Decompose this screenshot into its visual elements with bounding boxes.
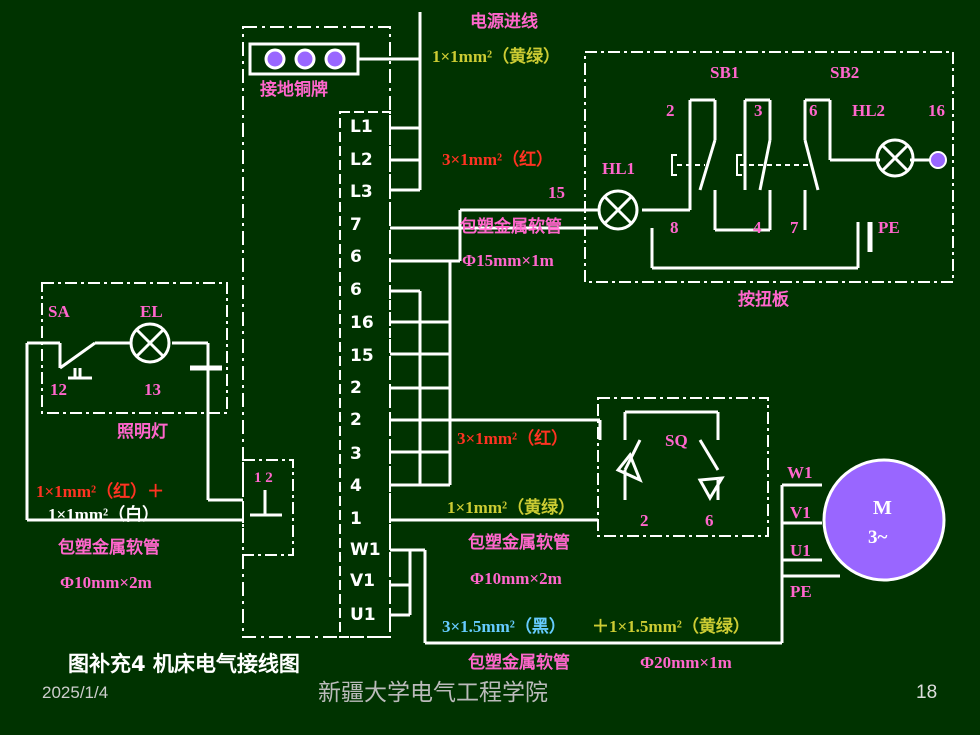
u1-label: U1 <box>790 541 811 560</box>
n8-label: 8 <box>670 218 679 237</box>
lamp-connector-icon <box>250 490 282 517</box>
num15-label: 15 <box>548 183 565 202</box>
ground-plate-dots <box>264 48 346 70</box>
hose4-label: 包塑金属软管 <box>468 652 570 672</box>
motor-icon <box>822 458 946 582</box>
terminal-label: L3 <box>350 182 373 202</box>
terminal-label: 2 <box>350 378 362 398</box>
ground-dot <box>324 48 346 70</box>
button-board-outline <box>584 51 954 283</box>
sb2-label: SB2 <box>830 63 859 82</box>
lamp-wire-a-label: 1×1mm²（红）＋ <box>36 481 164 501</box>
button-heads <box>671 154 742 176</box>
pe2-label: PE <box>790 582 812 601</box>
sq-wire-label: 3×1mm²（红） <box>457 428 568 448</box>
n7-label: 7 <box>790 218 799 237</box>
n12-label: 12 <box>50 380 67 399</box>
hose2-size-label: Φ10mm×2m <box>60 573 152 592</box>
sq-2-label: 2 <box>640 511 649 530</box>
terminal-label: L1 <box>350 117 373 137</box>
wires <box>25 12 840 645</box>
phase-wire-label: 3×1mm²（红） <box>442 149 553 169</box>
terminal-label: U1 <box>350 605 376 625</box>
sq-ground-label: 1×1mm²（黄绿） <box>447 497 575 517</box>
hose2-label: 包塑金属软管 <box>58 537 160 557</box>
labels: 电源进线 1×1mm²（黄绿） 接地铜牌 3×1mm²（红） 15 包塑金属软管… <box>36 11 945 672</box>
sa-switch-icon <box>58 341 131 380</box>
el-lamp-icon <box>129 322 171 364</box>
n13-label: 13 <box>144 380 161 399</box>
n6-label: 6 <box>809 101 818 120</box>
ground-dot <box>264 48 286 70</box>
hl2-terminal-dot <box>929 151 947 169</box>
terminal-label: 2 <box>350 410 362 430</box>
button-board-label: 按扭板 <box>738 289 790 309</box>
motor-wire-b-label: ＋1×1.5mm²（黄绿） <box>592 616 750 636</box>
terminal-label: 4 <box>350 476 362 496</box>
el-label: EL <box>140 302 163 321</box>
hose4-size-label: Φ20mm×1m <box>640 653 732 672</box>
n4-label: 4 <box>753 218 762 237</box>
pe1-label: PE <box>878 218 900 237</box>
v1-label: V1 <box>790 503 811 522</box>
connector-12-label: 1 2 <box>254 470 273 486</box>
hl2-label: HL2 <box>852 101 885 120</box>
button-board-wiring <box>642 98 935 270</box>
page-number: 18 <box>916 682 937 703</box>
terminal-strip <box>339 111 391 638</box>
terminal-label: 7 <box>350 215 362 235</box>
ground-wire-label: 1×1mm²（黄绿） <box>432 46 560 66</box>
figure-caption: 图补充4 机床电气接线图 <box>68 652 300 676</box>
lamp-connector-outline <box>242 459 294 556</box>
sq-switch-icon <box>615 410 725 501</box>
lamp-wire-b-label: 1×1mm²（白） <box>48 504 159 524</box>
footer-org: 新疆大学电气工程学院 <box>318 680 548 706</box>
w1-label: W1 <box>787 463 813 482</box>
terminal-label: 16 <box>350 313 374 333</box>
hl1-lamp-icon <box>597 189 639 231</box>
motor-3-label: 3~ <box>868 527 888 548</box>
lamp-box-outline <box>41 282 228 414</box>
hose1-label: 包塑金属软管 <box>460 216 562 236</box>
motor-wire-a-label: 3×1.5mm²（黑） <box>442 616 566 636</box>
n3-label: 3 <box>754 101 763 120</box>
terminal-label: W1 <box>350 540 381 560</box>
n16-label: 16 <box>928 101 945 120</box>
terminal-label: V1 <box>350 571 375 591</box>
ground-dot <box>294 48 316 70</box>
hl1-label: HL1 <box>602 159 635 178</box>
n2-label: 2 <box>666 101 675 120</box>
terminal-label: 15 <box>350 346 374 366</box>
sq-label: SQ <box>665 431 688 450</box>
hose3-size-label: Φ10mm×2m <box>470 569 562 588</box>
sb1-label: SB1 <box>710 63 739 82</box>
footer-date: 2025/1/4 <box>42 683 108 702</box>
terminal-label: L2 <box>350 150 373 170</box>
sq-box-outline <box>597 397 769 537</box>
hose3-label: 包塑金属软管 <box>468 532 570 552</box>
hl2-lamp-icon <box>875 138 915 178</box>
terminal-label: 6 <box>350 280 362 300</box>
sa-label: SA <box>48 302 70 321</box>
lamp-label: 照明灯 <box>117 422 168 441</box>
terminal-label: 1 <box>350 509 362 529</box>
terminal-label: 6 <box>350 247 362 267</box>
hose1-size-label: Φ15mm×1m <box>462 251 554 270</box>
sq-6-label: 6 <box>705 511 714 530</box>
motor-m-label: M <box>873 497 892 519</box>
power-in-label: 电源进线 <box>470 11 538 31</box>
terminal-label: 3 <box>350 444 362 464</box>
ground-plate-label: 接地铜牌 <box>260 79 328 99</box>
